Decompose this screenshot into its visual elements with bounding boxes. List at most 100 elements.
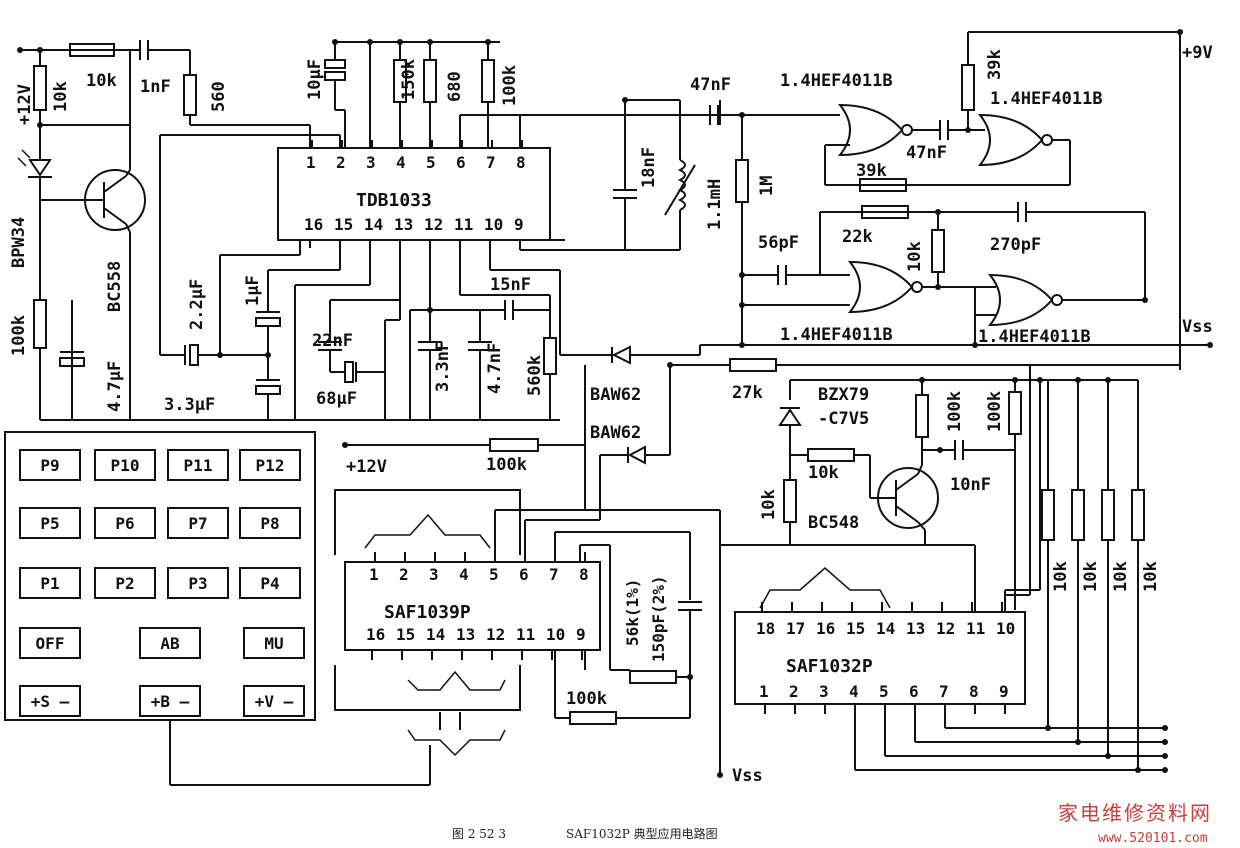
label-c1nf: 1nF (140, 77, 171, 97)
keypad-key-frame[interactable] (167, 507, 229, 539)
keypad-key[interactable]: +V – (243, 685, 305, 717)
keypad-key-frame[interactable] (167, 567, 229, 599)
keypad-key[interactable]: P1 (19, 567, 81, 599)
keypad-key-frame[interactable] (19, 567, 81, 599)
label-r10k-b: 10k (86, 71, 117, 91)
keypad-key-frame[interactable] (239, 449, 301, 481)
keypad-key[interactable]: P8 (239, 507, 301, 539)
saf1032p-bottom-pin-number: 8 (969, 682, 979, 701)
saf1032p-top-pin-number: 17 (786, 619, 805, 638)
label-c7v5: -C7V5 (818, 409, 869, 429)
keypad-key-frame[interactable] (167, 449, 229, 481)
saf1039p-bottom-pin-number: 10 (546, 625, 565, 644)
keypad-key[interactable]: P4 (239, 567, 301, 599)
label-r10k-c: 10k (905, 241, 925, 272)
label-c47nf-a: 47nF (690, 75, 731, 95)
saf1039p-top-pin-number: 1 (369, 565, 379, 584)
keypad-key-frame[interactable] (139, 685, 201, 717)
keypad-key-frame[interactable] (19, 449, 81, 481)
label-c22nf: 22nF (312, 331, 353, 351)
label-r100k-b: 100k (9, 315, 29, 356)
keypad-key-frame[interactable] (139, 627, 201, 659)
keypad-key[interactable]: OFF (19, 627, 81, 659)
label-c10uf: 10µF (305, 59, 325, 100)
tdb1033-top-pin-number: 1 (306, 153, 316, 172)
tdb1033-top-pin-number: 4 (396, 153, 406, 172)
label-c47nf-c: 4.7nF (485, 343, 505, 394)
keypad-key-label: P7 (188, 514, 207, 533)
keypad-key[interactable]: P5 (19, 507, 81, 539)
label-r680: 680 (445, 71, 465, 102)
label-r39k-b: 39k (856, 161, 887, 181)
label-l11mh: 1.1mH (705, 179, 725, 230)
keypad-key[interactable]: P12 (239, 449, 301, 481)
filter-caps (160, 295, 610, 421)
label-r100k-f: 100k (566, 689, 607, 709)
saf1039p-bottom-pin-number: 12 (486, 625, 505, 644)
keypad-key[interactable]: P11 (167, 449, 229, 481)
keypad-key-label: P9 (40, 456, 59, 475)
label-r39k-a: 39k (985, 49, 1005, 80)
tdb1033-top-pin-number: 2 (336, 153, 346, 172)
label-c47uf: 4.7µF (105, 361, 125, 412)
label-r22k: 22k (842, 227, 873, 247)
label-r10k-a: 10k (51, 81, 71, 112)
label-hef-a: 1.4HEF4011B (780, 71, 893, 91)
saf1032p-bottom-pin-number: 1 (759, 682, 769, 701)
keypad-key[interactable]: AB (139, 627, 201, 659)
tdb1033-top-pin-number: 3 (366, 153, 376, 172)
keypad-key-label: P11 (184, 456, 213, 475)
keypad-key-frame[interactable] (19, 507, 81, 539)
keypad-key-frame[interactable] (239, 567, 301, 599)
keypad-key-label: P10 (111, 456, 140, 475)
keypad-key-label: P3 (188, 574, 207, 593)
label-r100k-c: 100k (945, 391, 965, 432)
saf1032p-top-pin-number: 16 (816, 619, 835, 638)
keypad-key-frame[interactable] (239, 507, 301, 539)
keypad-key-label: +V – (255, 692, 294, 711)
saf1039p-top-pin-number: 4 (459, 565, 469, 584)
saf1032p-bottom-pin-number: 6 (909, 682, 919, 701)
saf1032p-top-pin-number: 10 (996, 619, 1015, 638)
keypad-key-frame[interactable] (94, 449, 156, 481)
saf1039p-top-pin-number: 7 (549, 565, 559, 584)
keypad-key-frame[interactable] (243, 685, 305, 717)
keypad-key-label: P12 (256, 456, 285, 475)
keypad-key[interactable]: P7 (167, 507, 229, 539)
keypad-key-frame[interactable] (19, 685, 81, 717)
label-c33nf: 3.3nF (433, 341, 453, 392)
keypad-key[interactable]: P3 (167, 567, 229, 599)
keypad-key-label: AB (160, 634, 180, 653)
label-r10k-e: 10k (759, 489, 779, 520)
keypad-key-frame[interactable] (94, 567, 156, 599)
saf1032p-bottom-pin-number: 7 (939, 682, 949, 701)
tdb1033-bottom-pin-number: 16 (304, 215, 323, 234)
keypad-key[interactable]: P6 (94, 507, 156, 539)
tdb1033-bottom-pin-number: 9 (514, 215, 524, 234)
keypad-key[interactable]: P9 (19, 449, 81, 481)
tdb1033-top-pin-number: 6 (456, 153, 466, 172)
keypad-key-frame[interactable] (19, 627, 81, 659)
keypad-key[interactable]: +B – (139, 685, 201, 717)
saf1032p-bottom-pin-number: 4 (849, 682, 859, 701)
saf1032p-bottom-pin-number: 5 (879, 682, 889, 701)
label-hef-c: 1.4HEF4011B (780, 325, 893, 345)
keypad-key-frame[interactable] (94, 507, 156, 539)
keypad-key[interactable]: P10 (94, 449, 156, 481)
keypad-key[interactable]: MU (243, 627, 305, 659)
label-r10k-i: 10k (1141, 561, 1161, 592)
keypad-key[interactable]: +S – (19, 685, 81, 717)
keypad-key-frame[interactable] (243, 627, 305, 659)
label-plus12v-mid: +12V (346, 457, 387, 477)
saf1039p-top-pin-number: 5 (489, 565, 499, 584)
saf1039p-bottom-pin-number: 11 (516, 625, 535, 644)
keypad-key[interactable]: P2 (94, 567, 156, 599)
label-bc558: BC558 (105, 261, 125, 312)
tdb1033-name: TDB1033 (356, 190, 432, 211)
watermark: 家电维修资料网 www.520101.com (1058, 801, 1210, 846)
nor-gates (699, 29, 1213, 370)
keypad-key-label: MU (264, 634, 283, 653)
tdb1033-bottom-pin-number: 13 (394, 215, 413, 234)
